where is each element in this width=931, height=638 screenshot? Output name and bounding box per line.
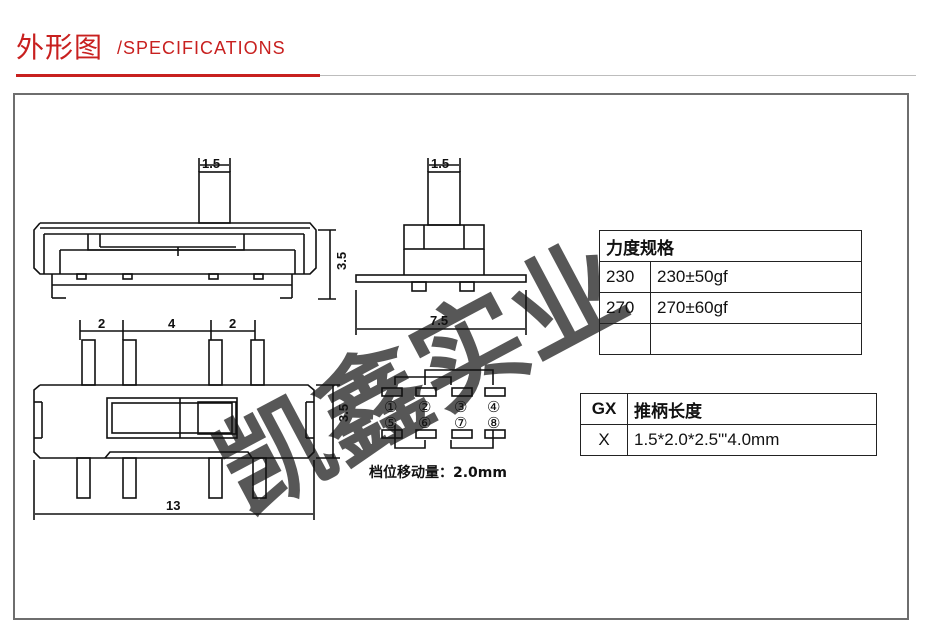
table-cell <box>650 323 862 355</box>
handle-length-table: GX 推柄长度 X 1.5*2.0*2.5"'4.0mm <box>580 393 877 456</box>
pin-3: ③ <box>454 399 467 416</box>
dim-front-width: 13 <box>166 498 180 513</box>
dim-pin-left: 2 <box>98 316 105 331</box>
dim-side-handle: 1.5 <box>431 156 449 171</box>
pin-2: ② <box>418 399 431 416</box>
title-cn: 外形图 <box>16 31 104 64</box>
table-cell: 230±50gf <box>650 261 862 293</box>
dim-front-height: 3.5 <box>336 404 351 422</box>
dim-pin-right: 2 <box>229 316 236 331</box>
side-view <box>355 158 527 335</box>
table-cell <box>599 323 651 355</box>
pin-8: ⑧ <box>487 415 500 432</box>
front-view <box>33 320 340 520</box>
pin-1: ① <box>384 399 397 416</box>
header: 外形图 /SPECIFICATIONS <box>0 0 931 80</box>
top-view <box>33 158 336 300</box>
table-cell: X <box>580 424 628 456</box>
table-row <box>599 323 862 355</box>
drawing-frame <box>13 93 909 620</box>
travel-label: 档位移动量：2.0mm <box>369 465 507 481</box>
header-divider <box>320 75 916 76</box>
title-en: /SPECIFICATIONS <box>117 38 286 58</box>
force-spec-table: 力度规格 230 230±50gf 270 270±60gf <box>599 230 862 355</box>
dim-side-width: 7.5 <box>430 313 448 328</box>
table-cell: 1.5*2.0*2.5"'4.0mm <box>627 424 877 456</box>
table-cell: GX <box>580 393 628 425</box>
contact-diagram <box>381 369 506 449</box>
table-row: 230 230±50gf <box>599 261 862 293</box>
table-cell: 推柄长度 <box>627 393 877 425</box>
table-row: X 1.5*2.0*2.5"'4.0mm <box>580 424 877 456</box>
table-row: GX 推柄长度 <box>580 393 877 425</box>
title-underline <box>16 74 320 77</box>
table-cell: 230 <box>599 261 651 293</box>
dim-top-handle: 1.5 <box>202 156 220 171</box>
pin-6: ⑥ <box>418 415 431 432</box>
dim-pin-middle: 4 <box>168 316 176 331</box>
pin-4: ④ <box>487 399 500 416</box>
pin-7: ⑦ <box>454 415 467 432</box>
table-row: 力度规格 <box>599 230 862 262</box>
force-table-header: 力度规格 <box>599 230 862 262</box>
pin-5: ⑤ <box>384 415 397 432</box>
table-row: 270 270±60gf <box>599 292 862 324</box>
table-cell: 270 <box>599 292 651 324</box>
table-cell: 270±60gf <box>650 292 862 324</box>
dim-top-height: 3.5 <box>334 252 349 270</box>
